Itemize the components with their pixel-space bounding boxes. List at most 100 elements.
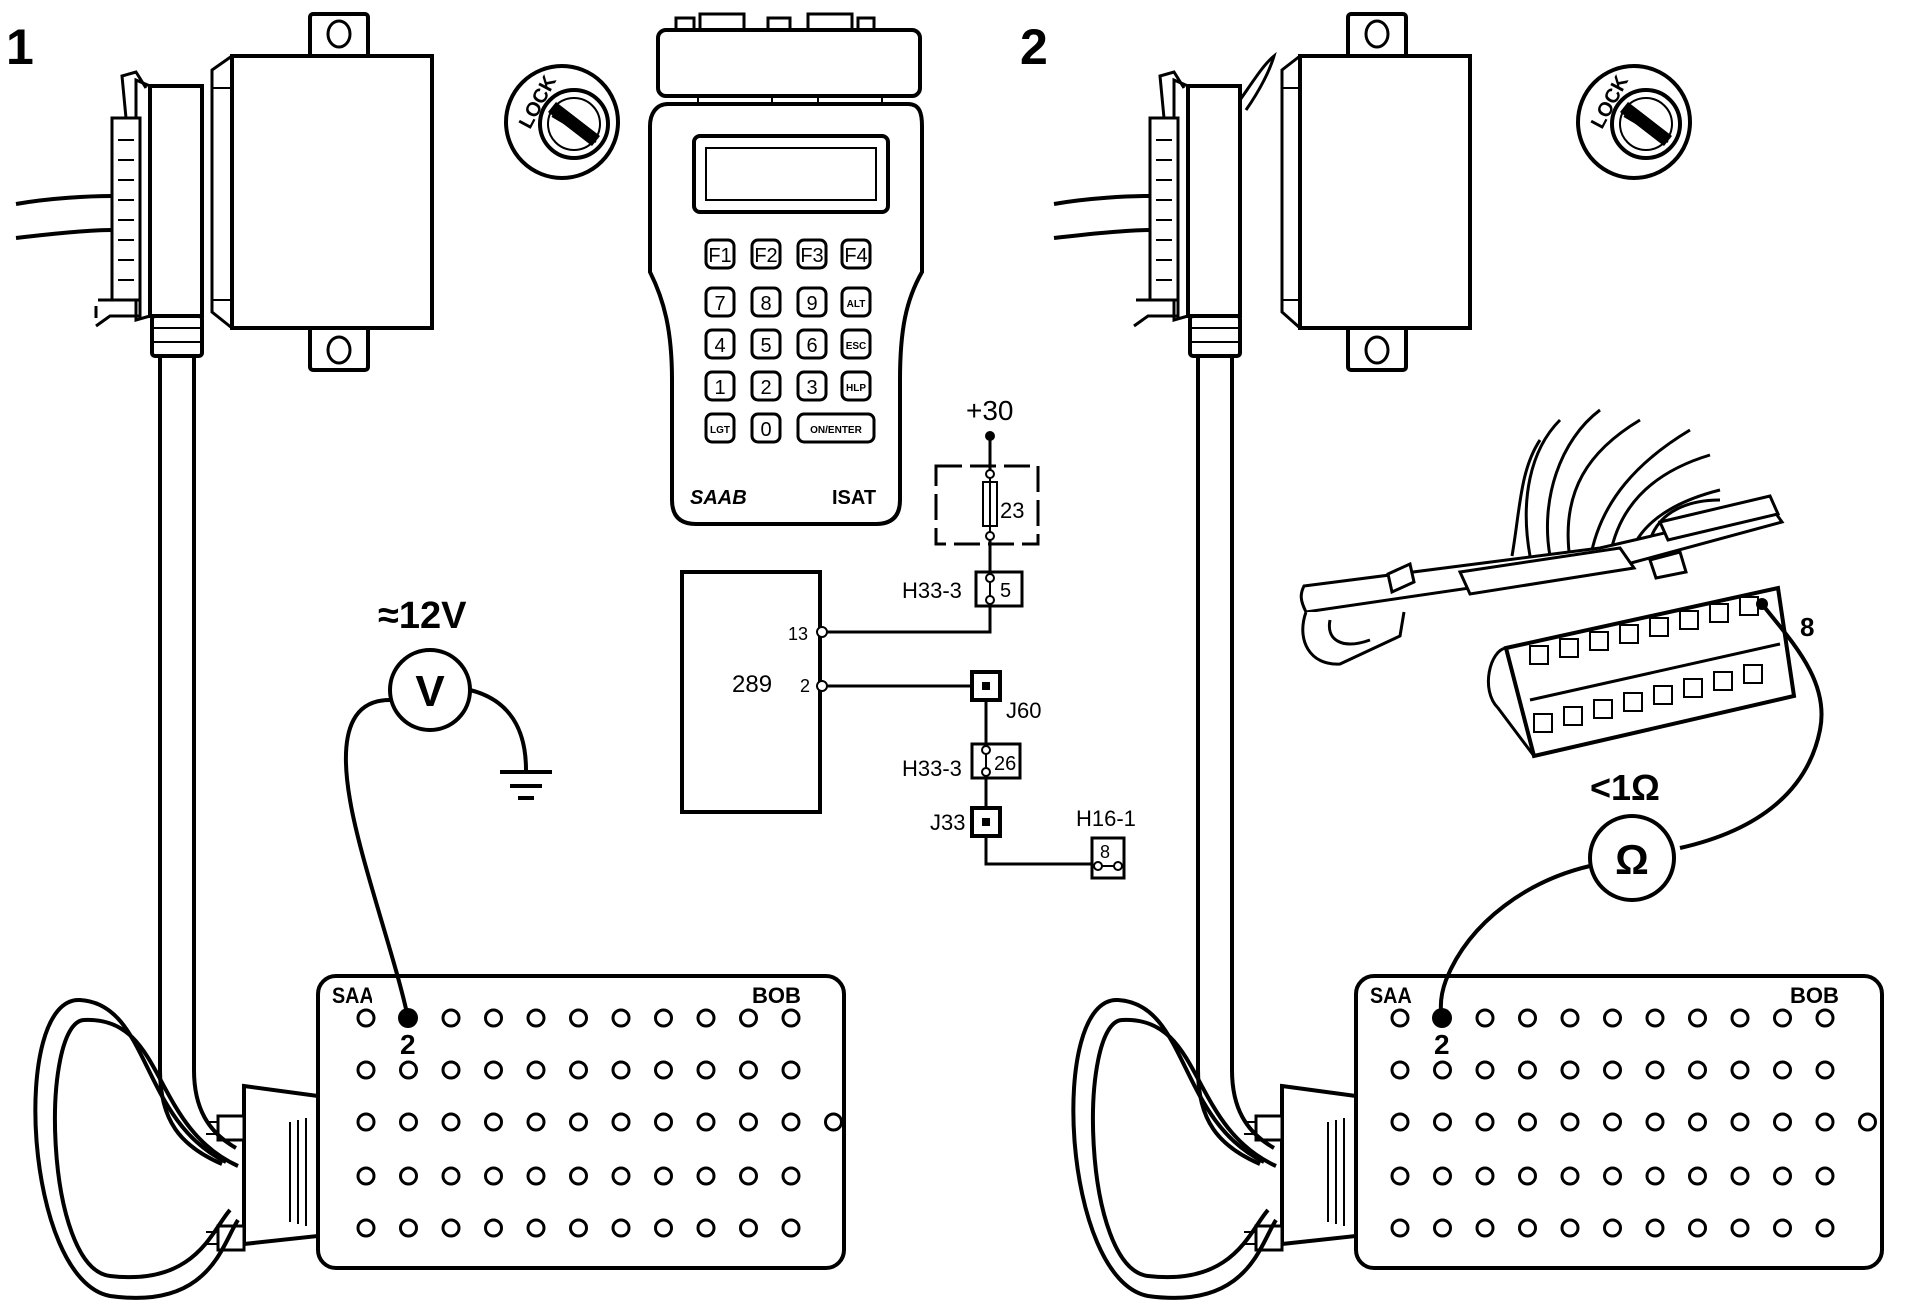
isat-key [840, 370, 872, 402]
bob-pin-hole [1688, 1060, 1707, 1080]
bob-pin-hole [696, 1060, 716, 1080]
bob-pin-hole [1433, 1112, 1452, 1132]
bob-pin-hole [356, 1060, 376, 1080]
bob-pin-hole [739, 1008, 758, 1028]
isat-key [796, 238, 828, 270]
panel-2-number: 2 [1020, 19, 1048, 75]
bob-pin-hole [1645, 1008, 1665, 1028]
isat-key-label: F1 [708, 245, 731, 267]
bob-pin-hole [569, 1112, 588, 1132]
bob-pin-hole [1475, 1218, 1495, 1238]
bob-pin-hole [1518, 1060, 1537, 1080]
isat-key-label: 8 [760, 293, 771, 315]
bob-pin-hole [441, 1166, 461, 1186]
bob-pin-hole [1815, 1218, 1835, 1238]
bob-pin-hole [1688, 1008, 1707, 1028]
isat-key [704, 238, 736, 270]
bob-pin-hole [1645, 1060, 1665, 1080]
bob-pin-hole [1773, 1112, 1792, 1132]
bob-pin-hole [1518, 1218, 1537, 1238]
bob-pin-hole [1518, 1112, 1537, 1132]
bob-pin-hole [1730, 1112, 1750, 1132]
bob-pin-hole [654, 1060, 673, 1080]
bob-pin-hole [696, 1166, 716, 1186]
bob-pin-hole [1560, 1112, 1580, 1132]
splice-2-label: J33 [930, 810, 965, 835]
dlc-pin: 8 [1100, 842, 1110, 862]
connector-1-box [974, 570, 1024, 608]
bob-pin-hole [1773, 1166, 1792, 1186]
bob-pin-hole [484, 1008, 503, 1028]
panel-1: 1 LOCK SAAB BOB 2 V ≈12V [6, 12, 847, 1300]
bob-pin-hole [1688, 1166, 1707, 1186]
bob-pin-hole [611, 1060, 631, 1080]
dlc-connector-illustration [1299, 408, 1796, 758]
bob-pin-hole [781, 1112, 801, 1132]
bob-pin-hole [1730, 1060, 1750, 1080]
bob-pin-hole [1390, 1166, 1410, 1186]
isat-key [704, 286, 736, 318]
connector-2-box [970, 742, 1022, 780]
bob-pin-hole [399, 1112, 418, 1132]
bob-pin-hole [1688, 1218, 1707, 1238]
bob-pin-hole [1518, 1166, 1537, 1186]
isat-key-label: 3 [806, 377, 817, 399]
bob-pin-hole [654, 1112, 673, 1132]
bob-pin-hole [441, 1112, 461, 1132]
bob-pin-hole [526, 1112, 546, 1132]
bob-pin-hole [1390, 1008, 1410, 1028]
bob-2-pins [1390, 1008, 1877, 1238]
bob-pin-hole [611, 1218, 631, 1238]
isat-key-label: HLP [846, 383, 866, 394]
module-pin-a: 13 [788, 624, 808, 644]
probe-point-1 [398, 1008, 418, 1028]
ground-lead [469, 688, 528, 771]
isat-model: ISAT [832, 487, 876, 509]
bob-pin-hole [1475, 1060, 1495, 1080]
bob-pin-hole [1560, 1060, 1580, 1080]
bob-pin-hole [1390, 1060, 1410, 1080]
panel-1-number: 1 [6, 19, 34, 75]
isat-key [796, 412, 876, 444]
bob-pin-hole [1815, 1112, 1835, 1132]
ohmmeter [1588, 814, 1676, 902]
ohmmeter-reading: <1Ω [1590, 767, 1660, 808]
isat-key [750, 370, 782, 402]
bob-pin-hole [526, 1218, 546, 1238]
isat-key-label: F4 [844, 245, 867, 267]
bob-pin-hole [781, 1008, 801, 1028]
bob-pin-hole [739, 1060, 758, 1080]
bob-pin-hole [696, 1008, 716, 1028]
bob-pin-hole [654, 1008, 673, 1028]
bob-pin-hole [526, 1008, 546, 1028]
isat-key [750, 238, 782, 270]
bob-pin-hole [484, 1060, 503, 1080]
bob-pin-hole [1815, 1166, 1835, 1186]
bob-pin-hole [526, 1060, 546, 1080]
ignition-lock-1: LOCK [504, 64, 620, 180]
bob-pin-hole [356, 1008, 376, 1028]
isat-key-label: 7 [714, 293, 725, 315]
bob-pin-hole [739, 1112, 758, 1132]
connector-2-label: H33-3 [902, 756, 962, 781]
control-module-1 [14, 12, 434, 372]
bob-pin-hole [441, 1218, 461, 1238]
bob-pin-hole [1815, 1008, 1835, 1028]
bob-pin-hole [781, 1218, 801, 1238]
bob-pin-hole [1433, 1060, 1452, 1080]
isat-key-label: 9 [806, 293, 817, 315]
bob-pin-hole [1433, 1218, 1452, 1238]
bob-1-pins [356, 1008, 843, 1238]
bob-pin-hole [611, 1112, 631, 1132]
bob-pin-hole [1645, 1112, 1665, 1132]
ignition-lock-2: LOCK [1576, 64, 1692, 180]
isat-key-label: 4 [714, 335, 725, 357]
isat-key-label: 5 [760, 335, 771, 357]
bob-pin-hole [739, 1166, 758, 1186]
bob-pin-hole [484, 1112, 503, 1132]
bob-pin-hole [1475, 1008, 1495, 1028]
bob-pin-hole [1773, 1218, 1792, 1238]
bob-pin-hole [611, 1166, 631, 1186]
